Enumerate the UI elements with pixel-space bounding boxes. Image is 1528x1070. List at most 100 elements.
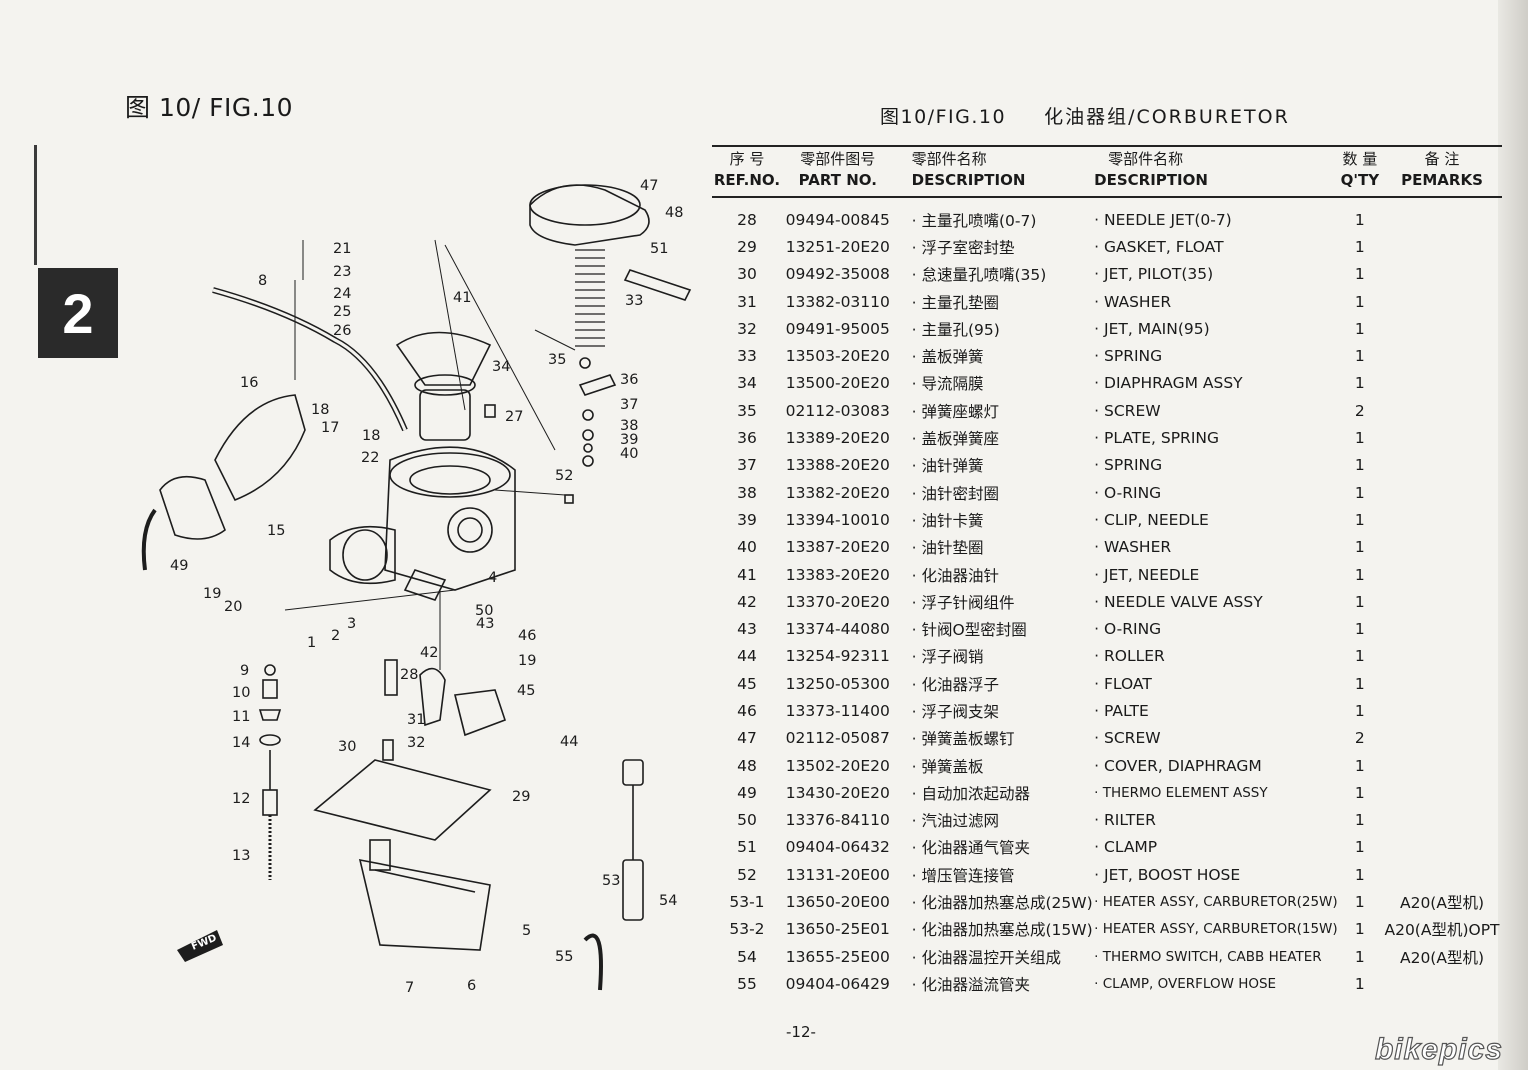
row-remarks [1382, 534, 1502, 561]
row-description-en: · THERMO SWITCH, CABB HEATER [1094, 948, 1322, 965]
row-ref: 55 [737, 974, 757, 993]
row-remarks [1382, 342, 1502, 369]
row-description-en: · JET, MAIN(95) [1094, 319, 1210, 338]
row-description-en: · DIAPHRAGM ASSY [1094, 374, 1243, 393]
callout-label: 29 [512, 789, 530, 805]
callout-label: 6 [467, 978, 476, 994]
row-qty: 1 [1354, 974, 1365, 993]
row-remarks [1382, 479, 1502, 506]
row-qty: 1 [1354, 319, 1365, 338]
row-remarks [1382, 197, 1502, 233]
row-remarks [1382, 397, 1502, 424]
row-description-cn: · 主量孔(95) [911, 320, 1000, 339]
page-number: -12- [786, 1023, 816, 1041]
callout-label: 55 [555, 949, 573, 965]
row-description-cn: · 盖板弹簧 [911, 348, 984, 367]
section-tab: 2 [38, 268, 118, 358]
row-qty: 1 [1354, 838, 1365, 857]
row-remarks [1382, 970, 1502, 997]
row-qty: 2 [1354, 401, 1365, 420]
callout-label: 17 [321, 420, 339, 436]
row-description-en: · HEATER ASSY, CARBURETOR(15W) [1094, 921, 1338, 938]
row-remarks [1382, 807, 1502, 834]
row-ref: 49 [737, 783, 757, 802]
row-ref: 38 [737, 483, 757, 502]
row-qty: 1 [1354, 347, 1365, 366]
row-qty: 1 [1354, 756, 1365, 775]
callout-label: 8 [258, 273, 267, 289]
callout-label: 7 [405, 980, 414, 996]
row-qty: 1 [1354, 429, 1365, 448]
row-part-number: 09494-00845 [785, 210, 890, 229]
row-qty: 1 [1354, 456, 1365, 475]
row-remarks [1382, 315, 1502, 342]
row-qty: 1 [1354, 920, 1365, 939]
row-ref: 54 [737, 947, 757, 966]
row-part-number: 13383-20E20 [785, 565, 890, 584]
row-qty: 1 [1354, 893, 1365, 912]
callout-label: 27 [505, 409, 523, 425]
row-ref: 47 [737, 729, 757, 748]
row-description-cn: · 主量孔喷嘴(0-7) [911, 211, 1037, 230]
row-part-number: 13388-20E20 [785, 456, 890, 475]
row-part-number: 13394-10010 [785, 510, 890, 529]
row-description-en: · GASKET, FLOAT [1094, 237, 1224, 256]
row-remarks [1382, 697, 1502, 724]
header-ref-en: REF.NO. [712, 170, 782, 198]
row-remarks [1382, 261, 1502, 288]
row-qty: 1 [1354, 647, 1365, 666]
watermark-logo: bikepics [1374, 1032, 1503, 1066]
callout-label: 24 [333, 286, 351, 302]
callout-label: 36 [620, 372, 638, 388]
callout-label: 34 [492, 359, 510, 375]
figure-title: 图 10/ FIG.10 [125, 93, 294, 122]
callout-label: 54 [659, 893, 677, 909]
row-ref: 29 [737, 237, 757, 256]
row-qty: 1 [1354, 565, 1365, 584]
callout-label: 45 [517, 683, 535, 699]
row-ref: 48 [737, 756, 757, 775]
row-remarks [1382, 834, 1502, 861]
table-header-row-cn: 序 号 零部件图号 零部件名称 零部件名称 数 量 备 注 [712, 145, 1502, 170]
callout-label: 11 [232, 709, 250, 725]
header-part-en: PART NO. [781, 170, 894, 198]
row-remarks [1382, 861, 1502, 888]
callout-label: 15 [267, 523, 285, 539]
row-qty: 1 [1354, 674, 1365, 693]
row-qty: 1 [1354, 865, 1365, 884]
callout-label: 20 [224, 599, 242, 615]
row-ref: 51 [737, 838, 757, 857]
row-description-cn: · 油针弹簧 [911, 457, 984, 476]
header-remarks-cn: 备 注 [1382, 145, 1502, 170]
callout-label: 31 [407, 712, 425, 728]
row-ref: 43 [737, 620, 757, 639]
callout-label: 18 [311, 402, 329, 418]
section-divider [34, 145, 37, 265]
row-ref: 53-2 [729, 920, 765, 939]
row-remarks [1382, 452, 1502, 479]
row-part-number: 13254-92311 [785, 647, 890, 666]
row-remarks [1382, 233, 1502, 260]
row-part-number: 13430-20E20 [785, 783, 890, 802]
callout-label: 30 [338, 739, 356, 755]
row-part-number: 09404-06432 [785, 838, 890, 857]
row-part-number: 02112-05087 [785, 729, 890, 748]
header-desc-cn-cn: 零部件名称 [893, 145, 1095, 170]
row-ref: 36 [737, 429, 757, 448]
callout-label: 4 [488, 570, 497, 586]
callout-label: 13 [232, 848, 250, 864]
row-ref: 28 [737, 210, 757, 229]
